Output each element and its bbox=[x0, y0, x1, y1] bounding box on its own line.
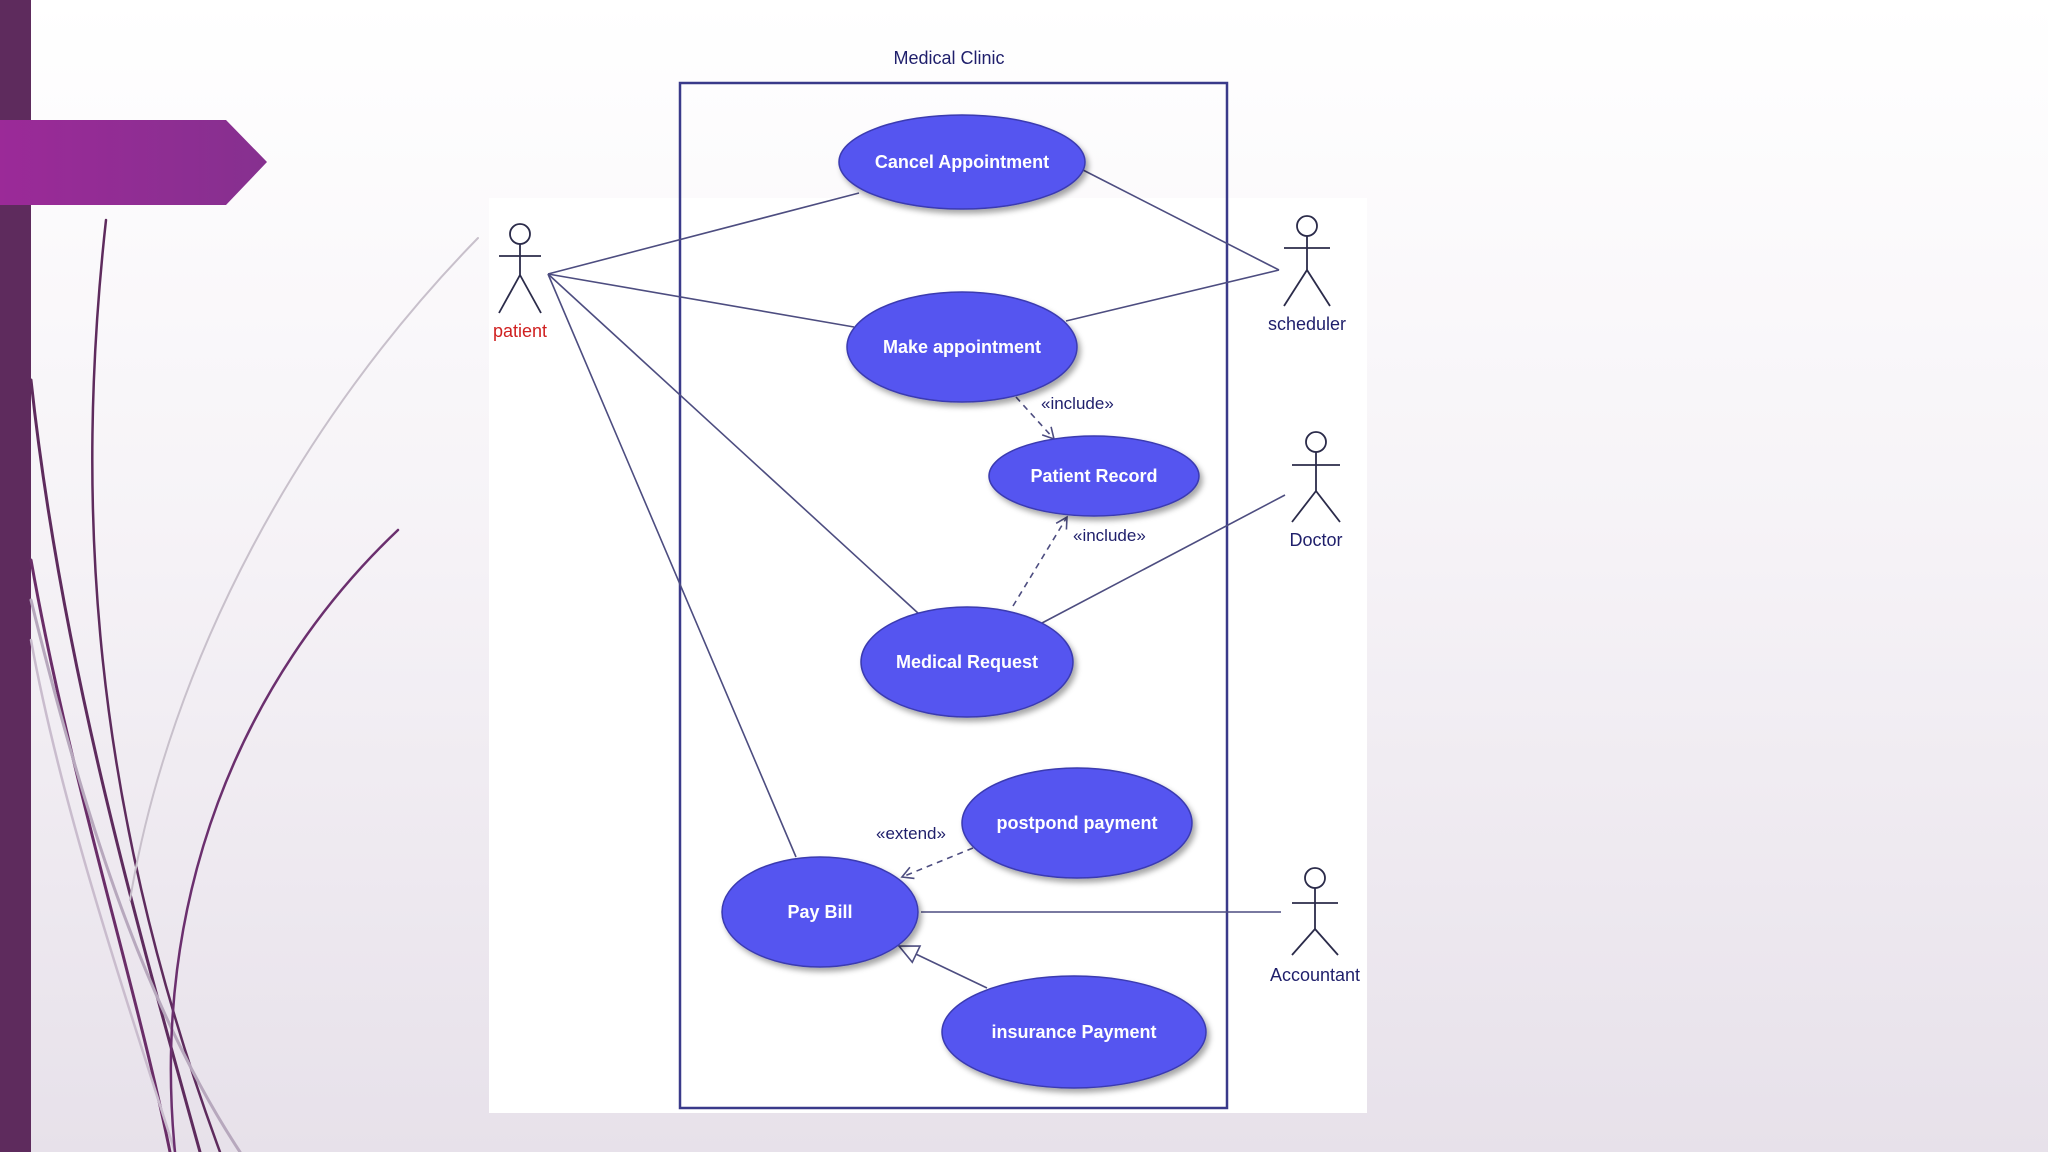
actor-patient[interactable]: patient bbox=[493, 223, 547, 341]
association-patient-medical-request bbox=[547, 273, 920, 615]
use-case-label: Cancel Appointment bbox=[875, 152, 1049, 172]
use-case-medical-request[interactable]: Medical Request bbox=[860, 606, 1074, 718]
system-boundary bbox=[678, 81, 1229, 1110]
use-case-insurance-payment[interactable]: insurance Payment bbox=[941, 975, 1207, 1089]
use-case-patient-record[interactable]: Patient Record bbox=[988, 435, 1200, 517]
use-case-postpond-payment[interactable]: postpond payment bbox=[961, 767, 1193, 879]
title-arrow-banner bbox=[0, 120, 267, 205]
association-patient-pay-bill bbox=[547, 273, 797, 858]
actor-label-accountant: Accountant bbox=[1270, 965, 1360, 985]
use-case-label: Pay Bill bbox=[787, 902, 852, 922]
use-case-diagram: Medical Clinic «include» «include» «exte… bbox=[493, 48, 1360, 1110]
use-case-diagram-panel: Medical Clinic «include» «include» «exte… bbox=[489, 48, 1367, 1113]
include-label-2: «include» bbox=[1073, 526, 1146, 545]
include-dependency-medical-request bbox=[1012, 515, 1068, 607]
actor-label-scheduler: scheduler bbox=[1268, 314, 1346, 334]
association-scheduler-make-appointment bbox=[1065, 269, 1280, 322]
include-dependency-make-appointment bbox=[1015, 396, 1056, 441]
extend-dependency-postpond-payment bbox=[900, 847, 974, 880]
association-doctor-medical-request bbox=[1041, 494, 1286, 624]
use-case-cancel-appointment[interactable]: Cancel Appointment bbox=[838, 114, 1086, 210]
actor-doctor[interactable]: Doctor bbox=[1289, 431, 1343, 550]
use-case-label: insurance Payment bbox=[991, 1022, 1156, 1042]
use-case-label: Patient Record bbox=[1030, 466, 1157, 486]
use-case-label: Medical Request bbox=[896, 652, 1038, 672]
association-patient-make-appointment bbox=[547, 273, 855, 328]
extend-label: «extend» bbox=[876, 824, 946, 843]
actor-accountant[interactable]: Accountant bbox=[1270, 867, 1360, 985]
actor-label-patient: patient bbox=[493, 321, 547, 341]
actor-label-doctor: Doctor bbox=[1289, 530, 1342, 550]
system-boundary-title: Medical Clinic bbox=[893, 48, 1004, 68]
use-case-label: postpond payment bbox=[997, 813, 1158, 833]
use-case-make-appointment[interactable]: Make appointment bbox=[846, 291, 1078, 403]
association-scheduler-cancel-appointment bbox=[1082, 169, 1280, 271]
actor-scheduler[interactable]: scheduler bbox=[1268, 215, 1346, 334]
include-label-1: «include» bbox=[1041, 394, 1114, 413]
use-case-label: Make appointment bbox=[883, 337, 1041, 357]
use-case-pay-bill[interactable]: Pay Bill bbox=[721, 856, 919, 968]
association-patient-cancel-appointment bbox=[547, 192, 860, 275]
generalization-insurance-pay-bill bbox=[897, 945, 988, 989]
